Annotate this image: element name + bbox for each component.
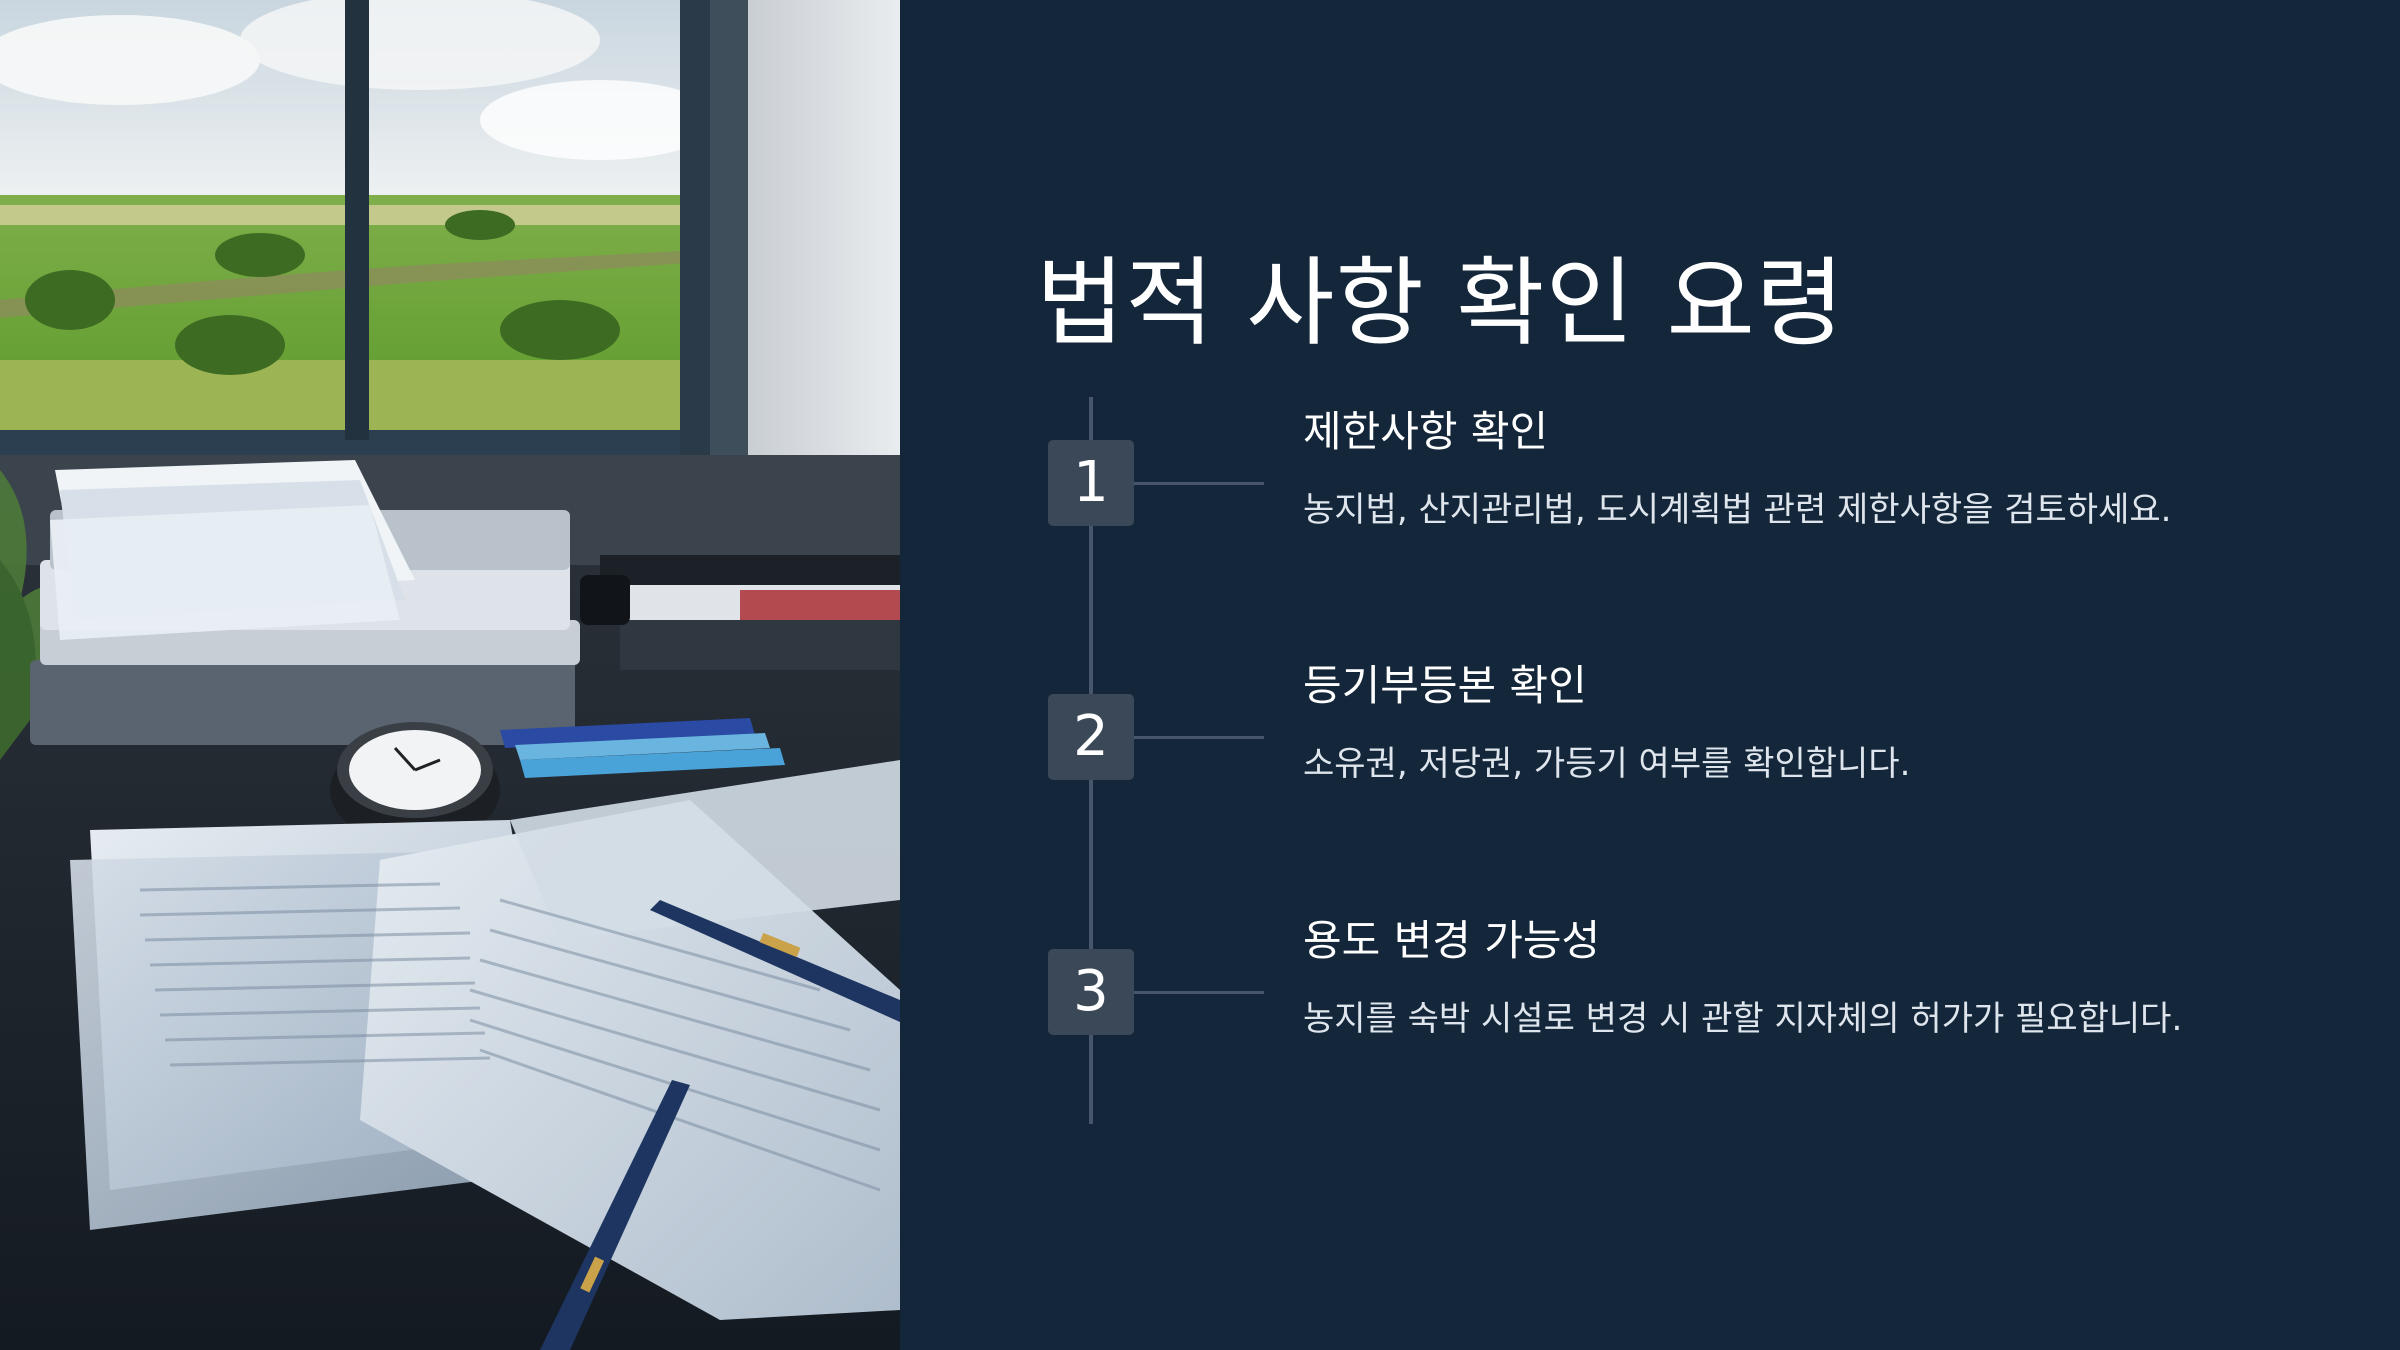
step-description: 농지법, 산지관리법, 도시계획법 관련 제한사항을 검토하세요.	[1303, 490, 2172, 530]
step-title: 제한사항 확인	[1303, 407, 1549, 456]
step-connector	[1134, 482, 1264, 485]
step-description: 소유권, 저당권, 가등기 여부를 확인합니다.	[1303, 744, 1911, 784]
desk-documents-photo	[0, 0, 900, 1350]
step-2: 2 등기부등본 확인 소유권, 저당권, 가등기 여부를 확인합니다.	[1048, 652, 2348, 852]
step-1: 1 제한사항 확인 농지법, 산지관리법, 도시계획법 관련 제한사항을 검토하…	[1048, 398, 2348, 598]
step-number-badge: 1	[1048, 440, 1134, 526]
step-description: 농지를 숙박 시설로 변경 시 관할 지자체의 허가가 필요합니다.	[1303, 999, 2183, 1039]
step-number-badge: 3	[1048, 949, 1134, 1035]
step-3: 3 용도 변경 가능성 농지를 숙박 시설로 변경 시 관할 지자체의 허가가 …	[1048, 907, 2348, 1107]
step-title: 용도 변경 가능성	[1303, 916, 1601, 965]
step-number-badge: 2	[1048, 694, 1134, 780]
step-title: 등기부등본 확인	[1303, 661, 1587, 710]
step-connector	[1134, 991, 1264, 994]
step-connector	[1134, 736, 1264, 739]
slide-title: 법적 사항 확인 요령	[1036, 247, 1846, 359]
